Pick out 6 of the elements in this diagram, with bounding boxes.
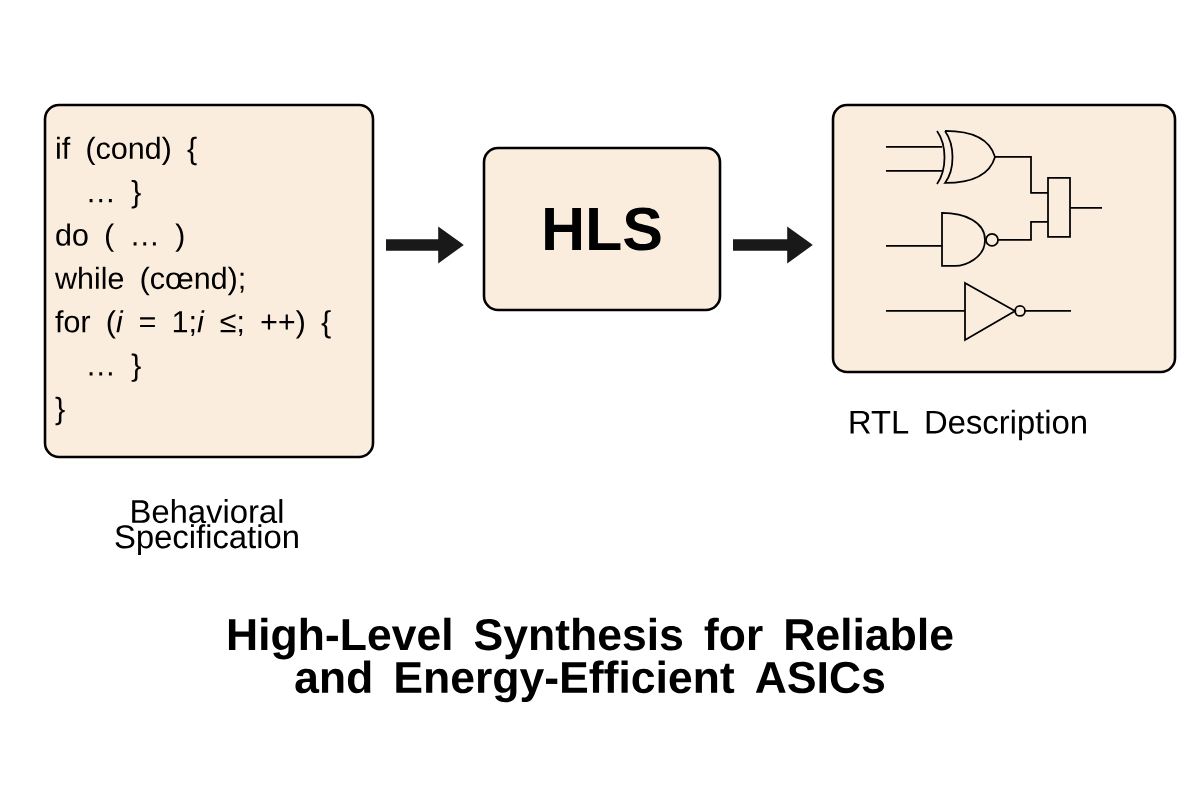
circuit-box <box>831 103 1177 374</box>
code-box: if (cond) { … } do ( … ) while (cœnd); for (i = 1;i ≤; ++) { … } } <box>43 103 375 459</box>
process-box: HLS <box>482 146 722 312</box>
title: High-Level Synthesis for Reliable and Energy-Efficient ASICs <box>228 617 953 703</box>
node-label: RTL Description <box>850 409 1086 441</box>
node-label: Behavioral Specification <box>115 499 298 555</box>
